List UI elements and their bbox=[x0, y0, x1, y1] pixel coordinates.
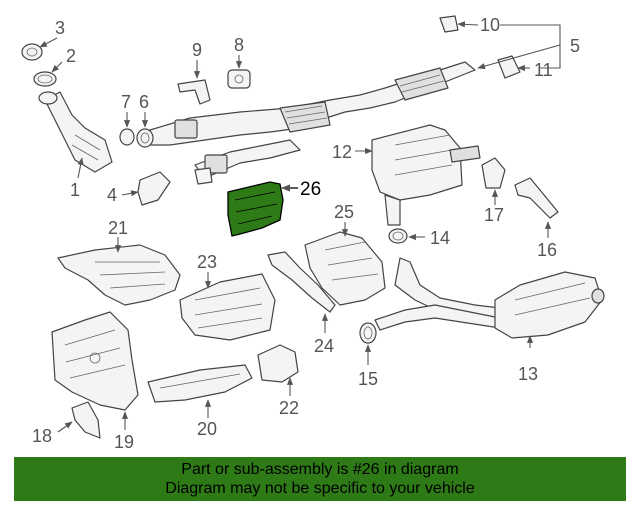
callout-13: 13 bbox=[518, 364, 538, 384]
gasket-15 bbox=[359, 322, 377, 344]
heat-shield-26-highlighted[interactable] bbox=[227, 181, 284, 237]
rear-pipe-assembly bbox=[374, 257, 501, 331]
heat-shield-24 bbox=[267, 251, 336, 313]
callout-4: 4 bbox=[107, 185, 117, 205]
callout-22: 22 bbox=[279, 398, 299, 418]
muffler-13 bbox=[494, 271, 605, 339]
heat-shield-22 bbox=[257, 344, 299, 383]
heat-shield-20 bbox=[147, 364, 253, 403]
callout-15: 15 bbox=[358, 369, 378, 389]
callout-16: 16 bbox=[537, 240, 557, 260]
banner-line-2: Diagram may not be specific to your vehi… bbox=[165, 480, 475, 497]
callout-19: 19 bbox=[114, 432, 134, 452]
leader-lines bbox=[39, 21, 561, 433]
callout-10: 10 bbox=[480, 15, 500, 35]
callout-14: 14 bbox=[430, 228, 450, 248]
callout-1: 1 bbox=[70, 180, 80, 200]
gasket-6 bbox=[136, 128, 154, 148]
callout-8: 8 bbox=[234, 35, 244, 55]
callout-21: 21 bbox=[108, 218, 128, 238]
heat-shield-19 bbox=[51, 311, 139, 411]
info-banner: Part or sub-assembly is #26 in diagram D… bbox=[14, 457, 626, 501]
heat-shield-23 bbox=[179, 273, 276, 341]
callout-5: 5 bbox=[570, 36, 580, 56]
callout-17: 17 bbox=[484, 205, 504, 225]
hanger-11 bbox=[497, 55, 521, 79]
gasket-2 bbox=[33, 71, 57, 87]
hanger-17 bbox=[481, 157, 506, 189]
banner-line-1: Part or sub-assembly is #26 in diagram bbox=[181, 461, 459, 478]
callout-7: 7 bbox=[121, 92, 131, 112]
front-pipe-catalyst bbox=[38, 91, 113, 173]
callout-6: 6 bbox=[139, 92, 149, 112]
callout-labels: 3 2 1 4 6 7 8 9 10 5 11 12 13 14 15 16 1… bbox=[32, 15, 580, 452]
heat-shield-21 bbox=[57, 244, 181, 306]
clamp-14 bbox=[388, 228, 408, 244]
callout-18: 18 bbox=[32, 426, 52, 446]
hanger-10 bbox=[439, 15, 459, 33]
bracket-4 bbox=[137, 171, 171, 206]
bracket-9 bbox=[177, 79, 211, 105]
callout-2: 2 bbox=[66, 46, 76, 66]
muffler-12 bbox=[371, 124, 481, 226]
clamp-3 bbox=[21, 43, 43, 61]
callout-25: 25 bbox=[334, 202, 354, 222]
callout-23: 23 bbox=[197, 252, 217, 272]
bracket-16 bbox=[514, 177, 559, 219]
callout-20: 20 bbox=[197, 419, 217, 439]
exhaust-system-diagram: 3 2 1 4 6 7 8 9 10 5 11 12 13 14 15 16 1… bbox=[21, 15, 605, 452]
callout-26: 26 bbox=[300, 179, 321, 200]
clamp-7 bbox=[119, 128, 135, 146]
callout-9: 9 bbox=[192, 40, 202, 60]
heat-shield-18 bbox=[71, 401, 101, 439]
callout-11: 11 bbox=[534, 60, 553, 80]
callout-24: 24 bbox=[314, 336, 334, 356]
intermediate-pipe-assembly bbox=[149, 61, 476, 185]
callout-12: 12 bbox=[332, 142, 352, 162]
heat-shield-25 bbox=[304, 231, 386, 306]
hanger-8 bbox=[227, 69, 251, 89]
callout-3: 3 bbox=[55, 18, 65, 38]
